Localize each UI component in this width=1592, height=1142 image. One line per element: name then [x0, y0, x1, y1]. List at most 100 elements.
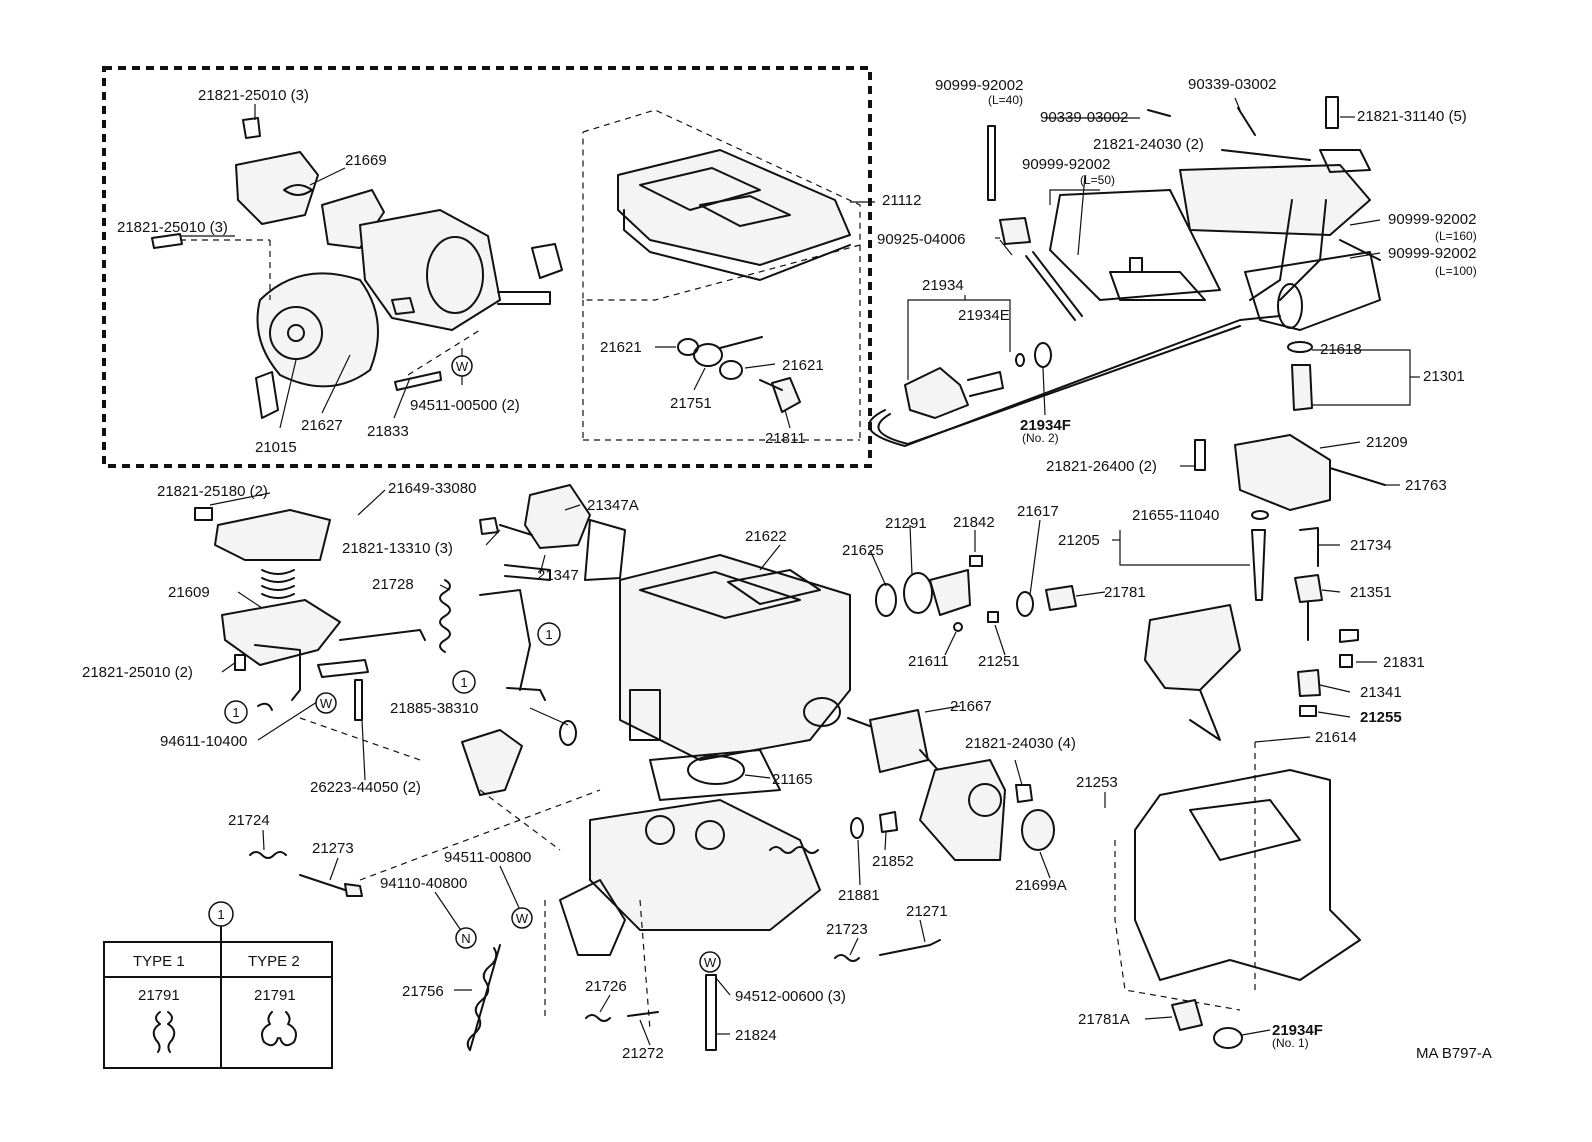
- label-21751: 21751: [670, 395, 712, 412]
- label-21209: 21209: [1366, 434, 1408, 451]
- choke-housing-drawing: [151, 117, 563, 419]
- label-21699a: 21699A: [1015, 877, 1067, 894]
- washer-callout-94511-00500: [451, 355, 473, 377]
- label-l100: (L=100): [1435, 264, 1477, 278]
- label-21669: 21669: [345, 152, 387, 169]
- label-21112: 21112: [882, 192, 922, 209]
- label-l160: (L=160): [1435, 229, 1477, 243]
- throttle-body-drawing: [249, 789, 941, 1051]
- washer-callout-26223: [315, 692, 337, 714]
- label-21205: 21205: [1058, 532, 1100, 549]
- label-21934f-no1: 21934F: [1272, 1022, 1323, 1039]
- label-94511-00500: 94511-00500 (2): [410, 397, 520, 414]
- type2-header: TYPE 2: [248, 953, 300, 970]
- label-94511-00800: 94511-00800: [444, 849, 531, 866]
- label-21347: 21347: [537, 567, 579, 584]
- drawing-code: MA B797-A: [1416, 1045, 1492, 1062]
- type1-clip-icon: [152, 1011, 176, 1053]
- label-21627: 21627: [301, 417, 343, 434]
- svg-text:W: W: [320, 696, 333, 711]
- label-21301: 21301: [1423, 368, 1465, 385]
- label-90999-92002-l50: 90999-92002: [1022, 156, 1110, 173]
- callout-symbols: W 1 1 1 W W N W: [224, 355, 721, 973]
- power-valve-stack-drawing: [1144, 510, 1359, 741]
- washer-callout-94511-00800: [511, 907, 533, 929]
- carb-body-drawing: [619, 554, 851, 801]
- label-21015: 21015: [255, 439, 297, 456]
- label-21781a: 21781A: [1078, 1011, 1130, 1028]
- label-21253: 21253: [1076, 774, 1118, 791]
- label-21821-13310-3: 21821-13310 (3): [342, 540, 453, 557]
- label-90339-03002a: 90339-03002: [1188, 76, 1276, 93]
- engine-top-drawing: [987, 96, 1381, 331]
- label-21781: 21781: [1104, 584, 1146, 601]
- svg-text:W: W: [516, 911, 529, 926]
- label-21821-24030-2: 21821-24030 (2): [1093, 136, 1204, 153]
- label-21271: 21271: [906, 903, 948, 920]
- label-21824: 21824: [735, 1027, 777, 1044]
- label-21272: 21272: [622, 1045, 664, 1062]
- label-21667: 21667: [950, 698, 992, 715]
- label-21728: 21728: [372, 576, 414, 593]
- label-90999-92002-l160: 90999-92002: [1388, 211, 1476, 228]
- label-l50: (L=50): [1080, 173, 1115, 187]
- label-94110-40800: 94110-40800: [380, 875, 467, 892]
- label-21831: 21831: [1383, 654, 1425, 671]
- cover-parts-drawing: [850, 555, 1077, 839]
- label-94611-10400: 94611-10400: [160, 733, 247, 750]
- label-21821-25180-2: 21821-25180 (2): [157, 483, 268, 500]
- label-21618: 21618: [1320, 341, 1362, 358]
- type2-clip-icon: [261, 1011, 297, 1047]
- label-21655-11040: 21655-11040: [1132, 507, 1219, 524]
- svg-text:1: 1: [217, 907, 224, 922]
- type-callout-c: [224, 700, 248, 724]
- svg-text:1: 1: [232, 705, 239, 720]
- air-horn-drawing: [617, 149, 851, 281]
- label-21833: 21833: [367, 423, 409, 440]
- label-21165: 21165: [772, 771, 813, 788]
- label-94512-00600-3: 94512-00600 (3): [735, 988, 846, 1005]
- switch-block-drawing: [1194, 434, 1386, 511]
- svg-text:W: W: [704, 955, 717, 970]
- label-21255: 21255: [1360, 709, 1402, 726]
- left-parts-drawing: [194, 484, 626, 851]
- label-21821-24030-4: 21821-24030 (4): [965, 735, 1076, 752]
- nut-callout-94110-40800: [455, 927, 477, 949]
- label-21726: 21726: [585, 978, 627, 995]
- label-21821-25010-3a: 21821-25010 (3): [198, 87, 309, 104]
- label-90999-92002-l100: 90999-92002: [1388, 245, 1476, 262]
- label-21821-25010-3b: 21821-25010 (3): [117, 219, 228, 236]
- label-21756: 21756: [402, 983, 444, 1000]
- label-21881: 21881: [838, 887, 880, 904]
- type1-part: 21791: [138, 987, 180, 1004]
- svg-text:1: 1: [460, 675, 467, 690]
- type-table: 1 TYPE 1 TYPE 2 21791 21791: [103, 901, 333, 1069]
- thermo-switch-drawing: [868, 315, 1281, 447]
- label-21885-38310: 21885-38310: [390, 700, 478, 717]
- label-21341: 21341: [1360, 684, 1402, 701]
- label-21291: 21291: [885, 515, 927, 532]
- label-21723: 21723: [826, 921, 868, 938]
- solenoid-parts-drawing: [1287, 341, 1313, 411]
- label-21852: 21852: [872, 853, 914, 870]
- label-no2: (No. 2): [1022, 431, 1059, 445]
- label-26223-44050-2: 26223-44050 (2): [310, 779, 421, 796]
- bracket-and-diaphragm-drawing: [919, 759, 1055, 861]
- label-90925-04006: 90925-04006: [877, 231, 965, 248]
- svg-text:W: W: [456, 359, 469, 374]
- label-21625: 21625: [842, 542, 884, 559]
- type1-header: TYPE 1: [133, 953, 185, 970]
- label-21347a: 21347A: [587, 497, 639, 514]
- label-21614: 21614: [1315, 729, 1357, 746]
- label-21821-26400-2: 21821-26400 (2): [1046, 458, 1157, 475]
- type-callout-a: [537, 622, 561, 646]
- label-21811: 21811: [765, 430, 806, 447]
- label-no1: (No. 1): [1272, 1036, 1309, 1050]
- label-21251: 21251: [978, 653, 1020, 670]
- label-21934e: 21934E: [958, 307, 1010, 324]
- label-21609: 21609: [168, 584, 210, 601]
- svg-text:1: 1: [545, 627, 552, 642]
- label-21934f-no2: 21934F: [1020, 417, 1071, 434]
